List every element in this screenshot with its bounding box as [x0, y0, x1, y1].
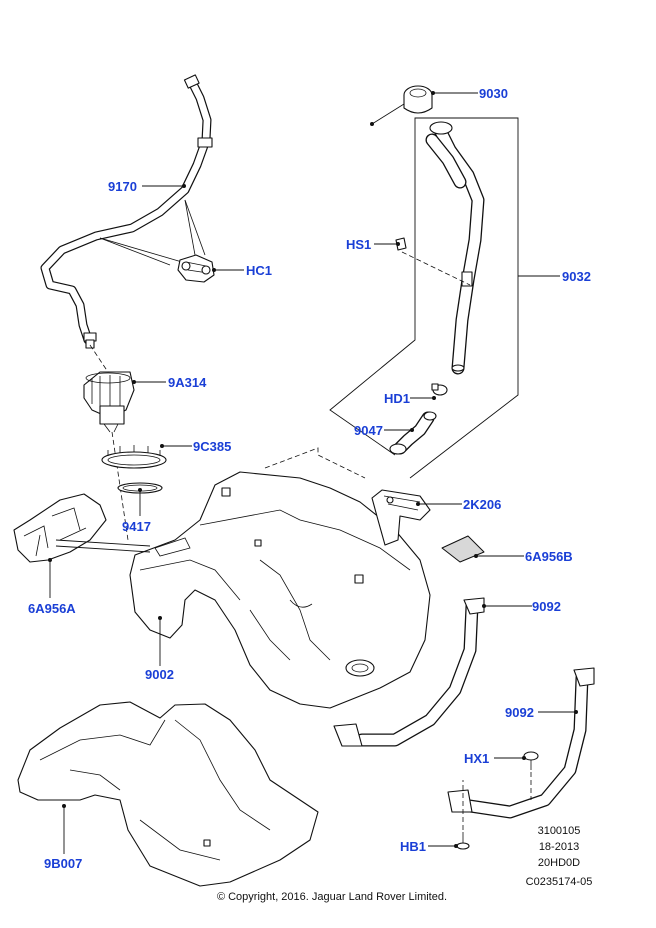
label-9A314: 9A314 — [168, 375, 207, 390]
label-HS1: HS1 — [346, 237, 371, 252]
part-9170-vapour-hose[interactable] — [40, 74, 213, 349]
reference-line-2: 18-2013 — [539, 841, 579, 853]
part-9032-filler-pipe[interactable] — [425, 121, 485, 375]
part-9002-fuel-tank[interactable] — [129, 447, 431, 709]
label-9170: 9170 — [108, 179, 137, 194]
reference-line-4: C0235174-05 — [526, 876, 593, 888]
leader-lines — [48, 91, 578, 854]
part-9B007-undertray-shield[interactable] — [17, 701, 319, 887]
label-6A956A: 6A956A — [28, 601, 76, 616]
part-9092-tank-strap-upper[interactable] — [333, 597, 485, 747]
label-9030: 9030 — [479, 86, 508, 101]
label-9092-lower: 9092 — [505, 705, 534, 720]
label-HD1: HD1 — [384, 391, 410, 406]
label-9092-upper: 9092 — [532, 599, 561, 614]
part-HB1-bolt[interactable] — [456, 780, 470, 850]
label-2K206: 2K206 — [463, 497, 501, 512]
label-HB1: HB1 — [400, 839, 426, 854]
part-HD1-clamp[interactable] — [431, 383, 448, 396]
label-6A956B: 6A956B — [525, 549, 573, 564]
part-9047-hose[interactable] — [389, 411, 437, 455]
part-9030-filler-cap[interactable] — [370, 85, 433, 126]
part-9092-tank-strap-lower[interactable] — [447, 667, 595, 819]
part-HC1-clip[interactable] — [177, 254, 215, 283]
label-HC1: HC1 — [246, 263, 272, 278]
label-9C385: 9C385 — [193, 439, 231, 454]
part-6A956B-pad[interactable] — [441, 535, 485, 563]
label-9002: 9002 — [145, 667, 174, 682]
part-6A956A-heat-shield[interactable] — [13, 493, 107, 563]
part-9032-bracket-line — [329, 117, 519, 479]
reference-line-1: 3100105 — [538, 825, 581, 837]
label-9047: 9047 — [354, 423, 383, 438]
part-9A314-fuel-pump-module[interactable] — [83, 344, 135, 541]
label-9B007: 9B007 — [44, 856, 82, 871]
part-HX1-fixing[interactable] — [523, 751, 539, 800]
label-9417: 9417 — [122, 519, 151, 534]
label-HX1: HX1 — [464, 751, 489, 766]
reference-line-3: 20HD0D — [538, 857, 580, 869]
label-9032: 9032 — [562, 269, 591, 284]
part-9C385-locking-ring[interactable] — [101, 445, 167, 469]
part-HS1-screw[interactable] — [395, 237, 471, 286]
part-2K206-bracket[interactable] — [371, 489, 431, 546]
copyright-notice: © Copyright, 2016. Jaguar Land Rover Lim… — [217, 891, 447, 903]
